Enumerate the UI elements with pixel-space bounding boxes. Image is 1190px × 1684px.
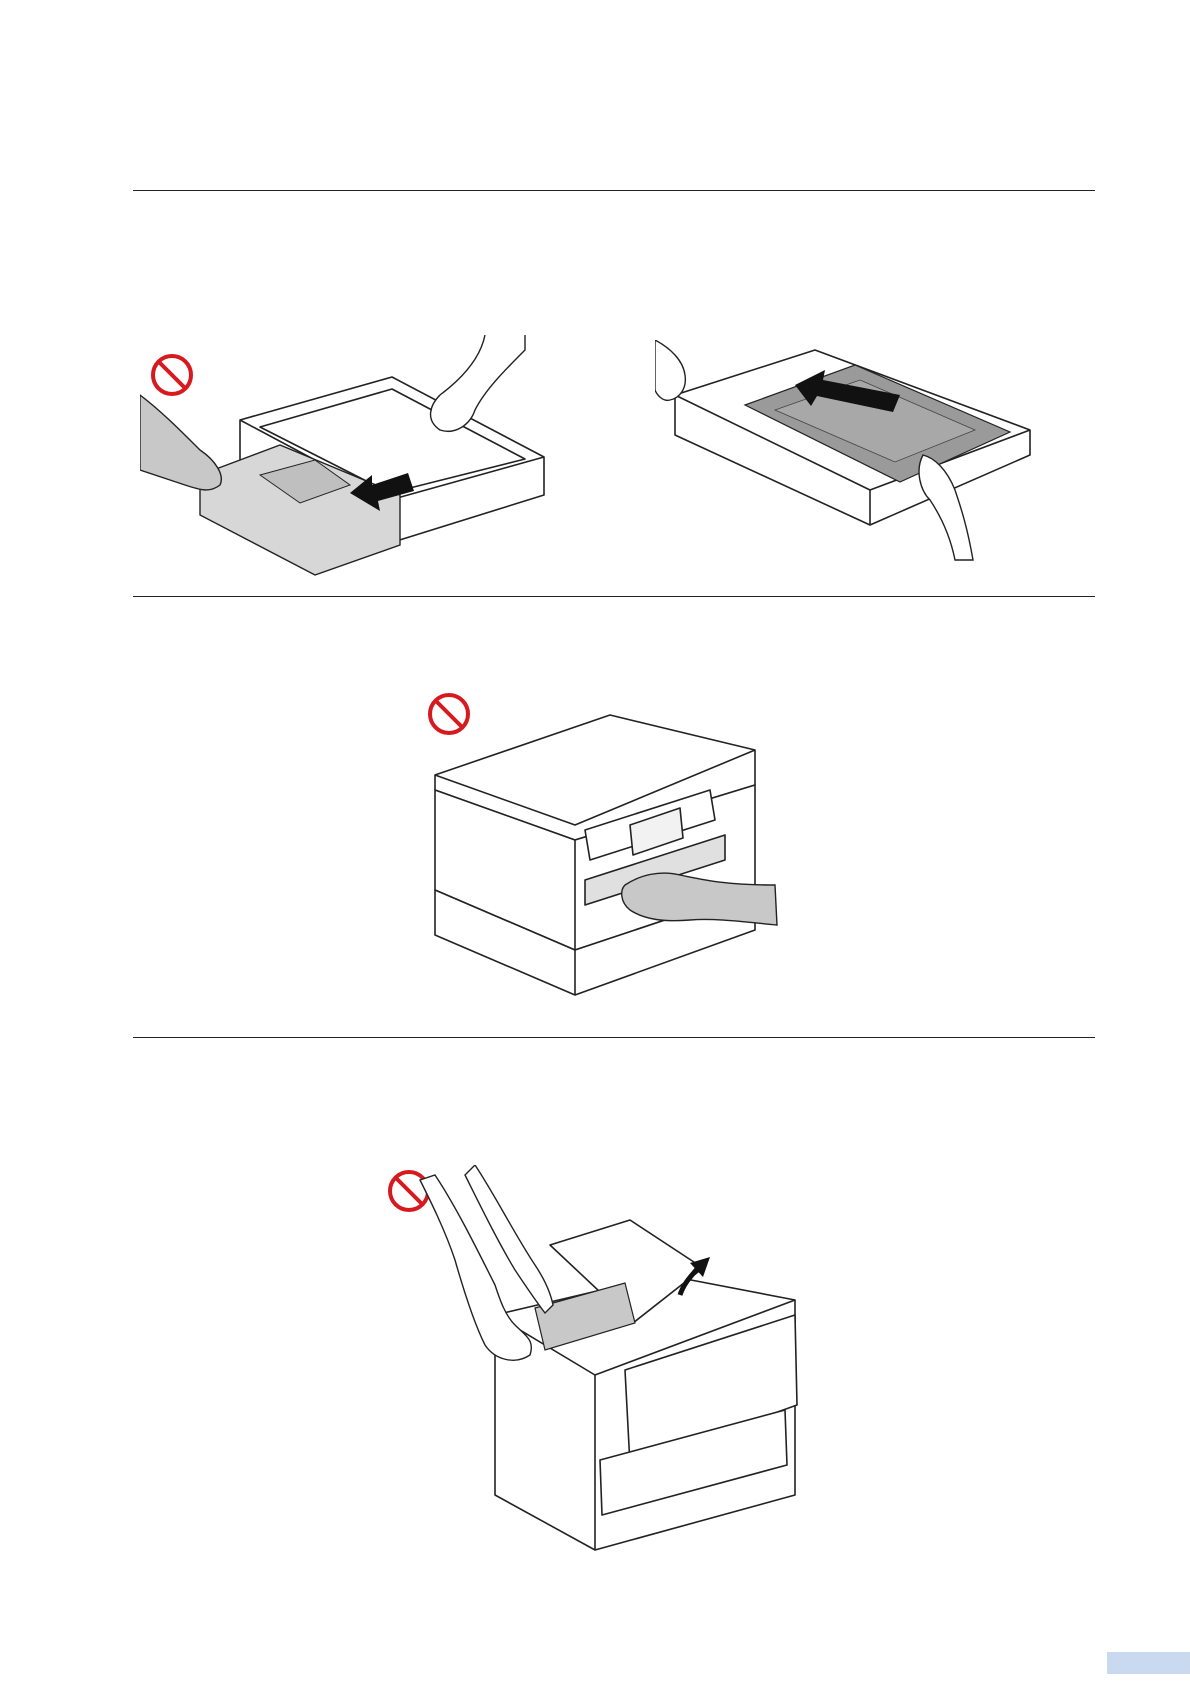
prohibit-icon bbox=[153, 356, 191, 394]
printer bbox=[495, 1220, 797, 1550]
section-divider-bottom bbox=[133, 1037, 1095, 1038]
page-number-tab bbox=[1107, 1652, 1190, 1674]
section-divider-top bbox=[133, 190, 1095, 191]
printer-lift-cover-illustration bbox=[385, 1165, 815, 1555]
tray-pull-wrong-illustration bbox=[140, 335, 580, 585]
prohibit-icon bbox=[390, 1172, 428, 1210]
right-hand bbox=[431, 335, 525, 431]
section-divider-middle bbox=[133, 596, 1095, 597]
left-hand bbox=[140, 395, 221, 490]
left-hand bbox=[655, 340, 685, 400]
prohibit-icon bbox=[430, 695, 468, 733]
printer-hand-in-slot-illustration bbox=[425, 690, 785, 1010]
printer bbox=[435, 715, 755, 995]
tray-push-correct-illustration bbox=[655, 340, 1035, 565]
